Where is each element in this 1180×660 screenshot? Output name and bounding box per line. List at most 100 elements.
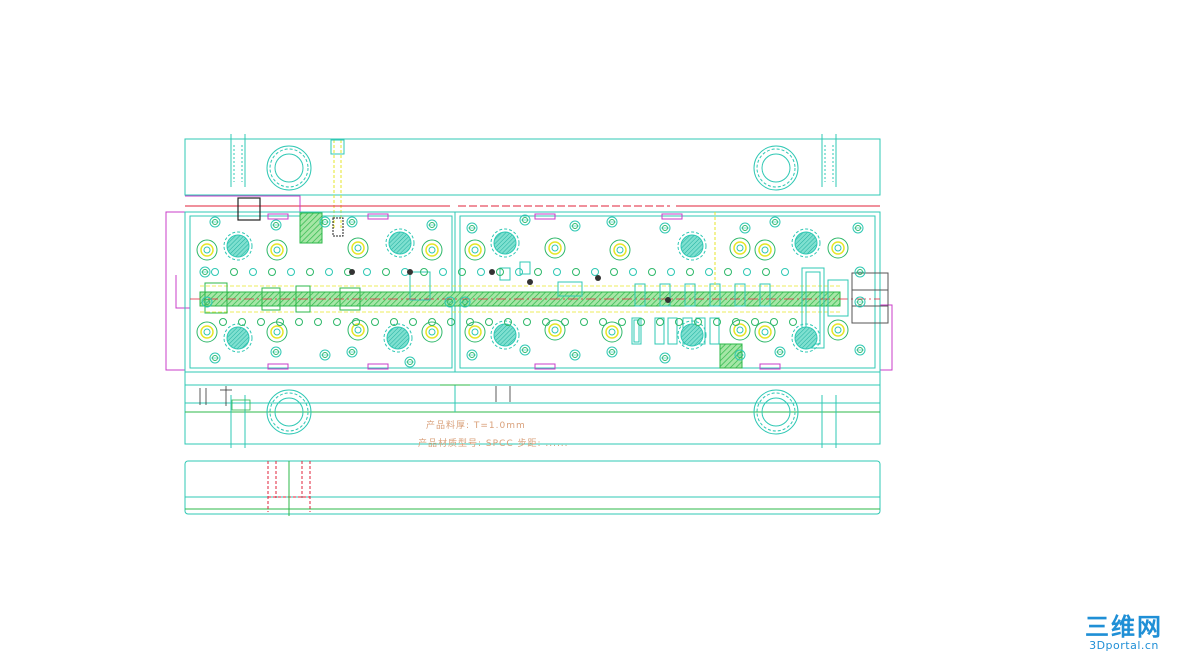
strip-guides [204,261,771,314]
dowel-hole [490,320,520,350]
watermark-url: 3Dportal.cn [1089,639,1159,652]
pilot-hole [637,318,645,326]
pilot-hole [675,318,683,326]
pilot-hole [580,318,588,326]
screw-hole [444,296,456,308]
screw-hole [606,346,618,358]
dowel-hole [383,323,413,353]
pilot-hole [561,318,569,326]
yellow-dashed-box [332,212,716,290]
marker-dot [349,269,355,275]
watermark-text: 三维网 [1085,613,1163,641]
pilot-hole [409,318,417,326]
drawing-note-thickness: 产品料厚: T=1.0mm [426,421,526,431]
pilot-hole [466,318,474,326]
pilot-hole [458,268,466,276]
pilot-hole [382,268,390,276]
pilot-hole [420,268,428,276]
screw-hole [201,296,213,308]
screw-hole [404,356,416,368]
guide-pin-hole [729,319,751,341]
marker-dot [527,279,533,285]
dowel-hole [677,320,707,350]
screw-hole [270,346,282,358]
bushing-bottom-right [753,389,799,435]
screw-bore-bottom [230,395,837,448]
pilot-hole [705,268,713,276]
pilot-top [330,139,345,230]
pilot-hole [314,318,322,326]
guide-pin-hole [464,239,486,261]
pilot-hole [485,318,493,326]
screw-hole [854,344,866,356]
pilot-hole [257,318,265,326]
pilot-hole [325,268,333,276]
pilot-hole [610,268,618,276]
pilot-hole [542,318,550,326]
guide-pin-hole [196,321,218,343]
guide-pin-hole [827,319,849,341]
bushing-top-left [266,145,312,191]
marker-dot [595,275,601,281]
guide-pin-hole [347,237,369,259]
pilot-hole [249,268,257,276]
hatched-insert-lower [719,343,743,369]
bushing-top-right [753,145,799,191]
guide-pin-hole [544,237,566,259]
guide-pin-hole [754,321,776,343]
pilot-hole [743,268,751,276]
pilot-hole [276,318,284,326]
guide-pin-hole [601,321,623,343]
guide-pin-hole [196,239,218,261]
pilot-hole [390,318,398,326]
pilot-hole [789,318,797,326]
screw-hole [569,220,581,232]
screw-hole [346,346,358,358]
pilot-hole [268,268,276,276]
pilot-hole [781,268,789,276]
dowel-hole [791,228,821,258]
pilot-hole [591,268,599,276]
pilot-hole [694,318,702,326]
screw-hole [466,349,478,361]
pilot-hole [732,318,740,326]
pilot-hole [230,268,238,276]
screw-hole [209,216,221,228]
pilot-hole [618,318,626,326]
guide-pin-hole [609,239,631,261]
pilot-hole [751,318,759,326]
guide-pin-hole [544,319,566,341]
dowel-hole [223,323,253,353]
dowel-hole [490,228,520,258]
guide-pin-hole [266,321,288,343]
guide-pin-hole [421,239,443,261]
pilot-hole [287,268,295,276]
screw-hole [199,266,211,278]
pilot-hole [553,268,561,276]
top-plate [184,138,881,196]
screw-hole [346,216,358,228]
guide-pin-hole [464,321,486,343]
pilot-hole [219,318,227,326]
magenta-outline [165,195,893,371]
screw-hole [270,219,282,231]
base-plate-bore [267,461,311,516]
feed-strip [190,285,880,313]
guide-pin-hole [266,239,288,261]
pilot-hole [572,268,580,276]
hatched-insert-upper [299,212,323,244]
pilot-hole [211,268,219,276]
screw-hole [659,352,671,364]
marker-dot [665,297,671,303]
pilot-hole [496,268,504,276]
screw-hole [854,266,866,278]
pilot-hole [504,318,512,326]
guide-pin-hole [827,237,849,259]
screw-hole [606,216,618,228]
pilot-hole [648,268,656,276]
insert-block-black [237,197,261,221]
screw-hole [519,214,531,226]
pilot-hole [439,268,447,276]
guide-pin-hole [754,239,776,261]
magenta-slots [267,213,781,370]
